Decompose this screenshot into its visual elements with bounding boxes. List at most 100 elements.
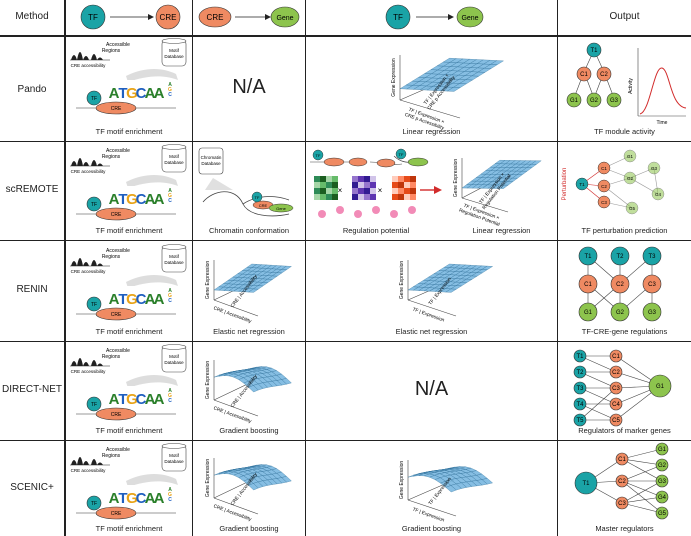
tf-label: TF — [91, 202, 97, 208]
tf-node — [86, 196, 102, 212]
caption: TF motif enrichment — [95, 127, 163, 136]
heatmap-cell — [370, 176, 376, 182]
network-node — [586, 92, 602, 108]
node-label: T2 — [616, 254, 624, 260]
network-node — [655, 490, 669, 504]
activity-label: Activity — [628, 78, 634, 94]
network-node — [609, 413, 623, 427]
network-edge — [621, 458, 663, 466]
network-node — [625, 201, 639, 215]
logo-letter: A — [154, 391, 165, 408]
logo-letter: A — [154, 490, 165, 507]
peak — [97, 462, 103, 465]
axis-label-y: Gene Expression — [205, 361, 211, 400]
heatmap-cell — [364, 188, 370, 194]
network-node — [642, 246, 662, 266]
peak — [83, 362, 89, 366]
hdr-cre-label: CRE — [160, 13, 177, 22]
caption: Linear regression — [402, 127, 461, 136]
logo-box — [110, 80, 168, 100]
heatmap-cell — [404, 182, 410, 188]
heatmap-cell — [352, 188, 358, 194]
surface-patch — [481, 265, 494, 270]
cre-node — [95, 101, 137, 115]
hdr-gene2-label: Gene — [461, 15, 478, 22]
logo-letter: A — [109, 490, 120, 507]
gene-label: Gene — [276, 206, 287, 211]
node-label: C3 — [648, 282, 656, 288]
db-shadow — [126, 175, 178, 188]
node-label: C1 — [580, 72, 588, 78]
peak — [97, 263, 103, 266]
node-label: G3 — [658, 479, 667, 485]
motif-label: Motif — [169, 254, 180, 259]
network-node — [606, 92, 622, 108]
network-node — [609, 349, 623, 363]
network-node — [573, 413, 587, 427]
axis-x — [461, 197, 509, 213]
heatmap-cell — [392, 182, 398, 188]
dna-strand — [202, 191, 290, 217]
logo-letter: G — [126, 291, 138, 308]
motif-label: Motif — [169, 453, 180, 458]
axis-label-x: TF | Expression — [412, 507, 446, 524]
heatmap-cell — [320, 182, 326, 188]
logo-letter: C — [168, 198, 172, 204]
network-node — [623, 149, 637, 163]
heatmaps — [314, 176, 416, 200]
network-node — [655, 506, 669, 520]
node-label: G5 — [658, 511, 667, 517]
logo-box — [110, 286, 168, 306]
node-label: T5 — [576, 418, 584, 424]
heatmap-cell — [370, 194, 376, 200]
logo-letter: T — [118, 490, 127, 507]
node-label: C2 — [612, 370, 620, 376]
network-node — [655, 474, 669, 488]
db-label-2: Database — [201, 161, 221, 166]
heatmap-cell — [370, 182, 376, 188]
node-label: C2 — [616, 282, 624, 288]
caption: Regulators of marker genes — [578, 426, 671, 435]
heatmap-cell — [320, 176, 326, 182]
grid-vline — [305, 0, 306, 536]
heatmap-cell — [358, 194, 364, 200]
logo-letter: C — [136, 391, 147, 408]
logo-letter: G — [168, 87, 172, 93]
peak — [91, 360, 97, 366]
logo-letter: A — [109, 391, 120, 408]
axis-x — [407, 499, 457, 517]
pink-dot — [318, 210, 326, 218]
network-node — [610, 302, 630, 322]
network-node — [573, 365, 587, 379]
peak — [71, 261, 77, 266]
logo-letter: G — [126, 191, 138, 208]
regions-label: Regions — [102, 453, 121, 459]
peak — [91, 459, 97, 465]
node-label: C4 — [612, 402, 620, 408]
grid-vline — [557, 0, 558, 536]
caption: Regulation potential — [342, 226, 410, 235]
cre-node — [376, 158, 396, 168]
peak — [77, 158, 83, 166]
heatmap-cell — [314, 188, 320, 194]
logo-box — [110, 386, 168, 406]
database-icon — [161, 245, 187, 273]
heatmap-cell — [314, 182, 320, 188]
database-icon — [161, 444, 187, 472]
logo-letter: A — [109, 85, 120, 102]
logo-letter: A — [145, 291, 156, 308]
network-node — [573, 381, 587, 395]
heatmap-cell — [326, 194, 332, 200]
network-node — [586, 42, 602, 58]
peak — [97, 363, 103, 366]
caption: Gradient boosting — [219, 524, 279, 533]
network-edge — [579, 387, 617, 421]
logo-letter: G — [168, 492, 172, 498]
caption: TF module activity — [594, 127, 655, 136]
network-node — [578, 302, 598, 322]
cre-access-label: CRE accessibility — [71, 369, 107, 374]
tf-node — [86, 396, 102, 412]
